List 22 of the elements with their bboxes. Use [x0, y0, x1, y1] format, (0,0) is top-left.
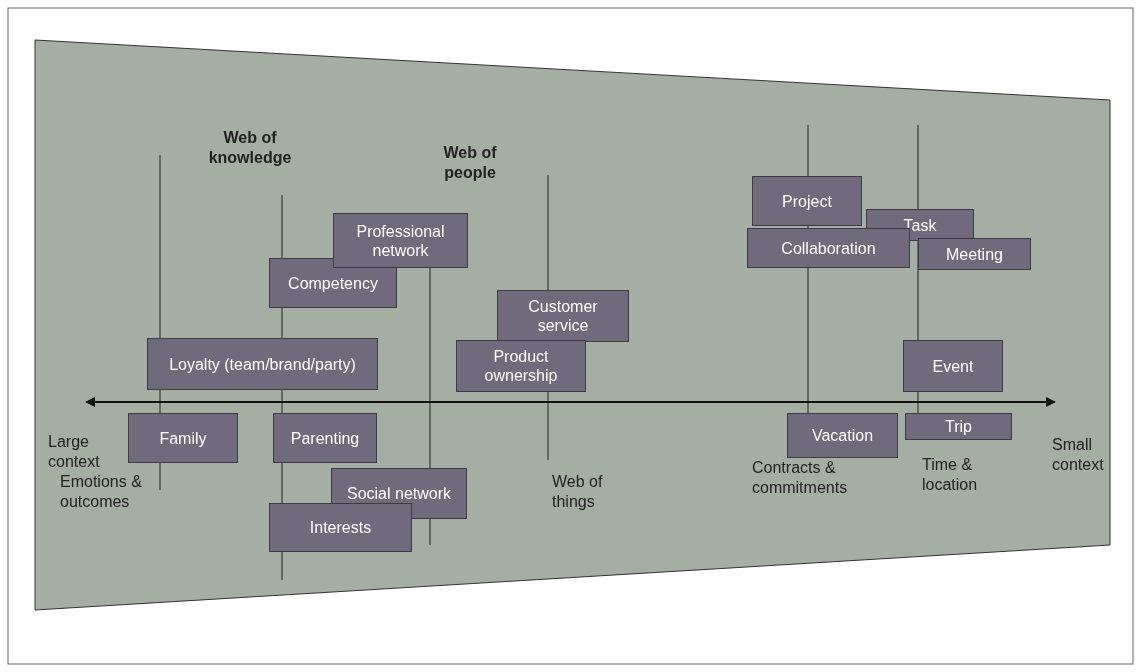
topic-box: Competency	[269, 258, 397, 308]
topic-box: Event	[903, 340, 1003, 392]
topic-box: Family	[128, 413, 238, 463]
axis-label: Large context	[48, 432, 101, 472]
axis-label: Small context	[1052, 435, 1105, 475]
topic-box: Interests	[269, 503, 412, 552]
topic-box: Meeting	[918, 238, 1031, 270]
axis-label: Web of things	[552, 472, 604, 512]
topic-box: Collaboration	[747, 228, 910, 268]
column-heading: Web of knowledge	[207, 128, 293, 168]
topic-box: Project	[752, 176, 862, 226]
topic-box: Vacation	[787, 413, 898, 458]
axis-label: Contracts & commitments	[752, 458, 849, 498]
axis-label: Emotions & outcomes	[60, 472, 143, 512]
axis-label: Time & location	[922, 455, 979, 495]
topic-box: Parenting	[273, 413, 377, 463]
topic-box: Trip	[905, 413, 1012, 440]
topic-box: Loyalty (team/brand/party)	[147, 338, 378, 390]
topic-box: Customer service	[497, 290, 629, 342]
topic-box: Professional network	[333, 213, 468, 268]
column-heading: Web of people	[442, 143, 498, 183]
topic-box: Product ownership	[456, 340, 586, 392]
